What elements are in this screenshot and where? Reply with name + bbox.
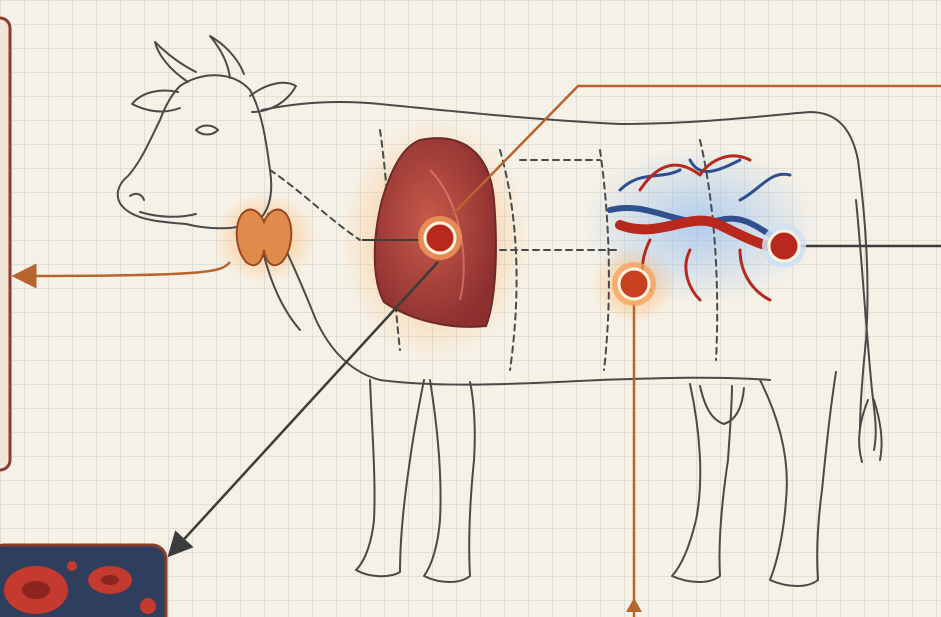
lung-hotspot-icon[interactable]: [418, 216, 462, 260]
abdomen-hotspot-icon[interactable]: [612, 262, 656, 306]
red-blood-cells-icon: [0, 545, 166, 617]
blood-vessel-hotspot-icon[interactable]: [762, 224, 806, 268]
left-info-panel: [0, 18, 10, 470]
